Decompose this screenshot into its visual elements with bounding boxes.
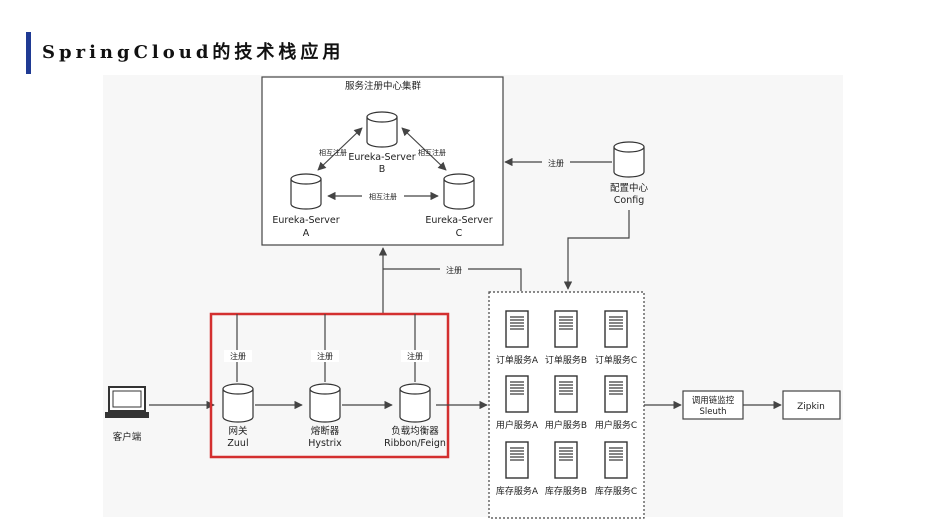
config-to-services-arrow xyxy=(563,210,630,290)
eureka-server-c: Eureka-Server C xyxy=(425,173,493,239)
server-icon xyxy=(604,441,628,479)
service-label: 用户服务A xyxy=(496,419,539,431)
zipkin-label: Zipkin xyxy=(797,402,825,412)
mutual-label-ab: 相互注册 xyxy=(319,148,347,157)
mutual-label-ac: 相互注册 xyxy=(369,192,397,201)
service-node: 用户服务B xyxy=(545,375,587,431)
config-sub: Config xyxy=(614,195,644,206)
service-label: 库存服务A xyxy=(496,485,539,497)
server-icon xyxy=(505,375,529,413)
hystrix-tech: Hystrix xyxy=(308,438,342,449)
config-register-label: 注册 xyxy=(548,158,564,168)
service-label: 订单服务B xyxy=(545,354,587,366)
database-icon xyxy=(290,173,322,210)
service-label: 用户服务C xyxy=(595,419,637,431)
server-icon xyxy=(505,310,529,348)
service-node: 库存服务A xyxy=(496,441,539,497)
registry-cluster-box xyxy=(261,76,504,246)
services-register-label: 注册 xyxy=(446,265,462,275)
zuul-name: 网关 xyxy=(228,425,248,437)
eureka-a-label: Eureka-Server xyxy=(272,215,339,226)
service-node: 库存服务B xyxy=(545,441,587,497)
title-accent-bar xyxy=(26,32,31,74)
eureka-server-a: Eureka-Server A xyxy=(272,173,340,239)
service-node: 库存服务C xyxy=(595,441,637,497)
server-icon xyxy=(554,310,578,348)
server-icon xyxy=(505,441,529,479)
eureka-b-sub: B xyxy=(379,164,386,175)
mutual-arrow-a-b xyxy=(317,127,363,171)
server-icon xyxy=(604,310,628,348)
tracing-label: 调用链监控 xyxy=(692,395,735,406)
service-label: 库存服务B xyxy=(545,485,587,497)
gateway-highlight-box xyxy=(209,312,450,459)
client-computer-icon xyxy=(105,386,149,418)
tracing-box xyxy=(682,390,744,420)
eureka-server-b: Eureka-Server B xyxy=(348,111,416,175)
service-label: 用户服务B xyxy=(545,419,587,431)
database-icon xyxy=(222,383,254,423)
config-label: 配置中心 xyxy=(610,182,649,194)
service-label: 订单服务A xyxy=(496,354,539,366)
server-icon xyxy=(554,441,578,479)
service-node: 订单服务C xyxy=(595,310,637,366)
config-center: 配置中心 Config xyxy=(610,141,649,206)
zuul-register-label: 注册 xyxy=(230,351,246,361)
service-node: 用户服务C xyxy=(595,375,637,431)
mutual-label-bc: 相互注册 xyxy=(418,148,446,157)
client-label: 客户端 xyxy=(113,431,142,443)
service-node: 订单服务A xyxy=(496,310,539,366)
tracing-sub: Sleuth xyxy=(699,407,726,417)
server-icon xyxy=(554,375,578,413)
services-register-line xyxy=(383,268,522,291)
services-grid: 订单服务A 订单服务B 订单服务C 用户服务A 用户服务B 用户服务C 库存服务A 库存服务B… xyxy=(496,310,637,497)
zuul-tech: Zuul xyxy=(227,438,248,449)
service-node: 用户服务A xyxy=(496,375,539,431)
service-node: 订单服务B xyxy=(545,310,587,366)
ribbon-register-label: 注册 xyxy=(407,351,423,361)
load-balancer-ribbon: 负载均衡器 Ribbon/Feign xyxy=(384,383,446,449)
database-icon xyxy=(443,173,475,210)
database-icon xyxy=(399,383,431,423)
zipkin-box xyxy=(782,390,841,420)
eureka-c-sub: C xyxy=(456,228,463,239)
mutual-arrow-b-c xyxy=(401,127,447,171)
server-icon xyxy=(604,375,628,413)
eureka-b-label: Eureka-Server xyxy=(348,152,415,163)
database-icon xyxy=(613,141,645,178)
registry-cluster-title: 服务注册中心集群 xyxy=(345,80,422,92)
hystrix-register-label: 注册 xyxy=(317,351,333,361)
circuit-breaker-hystrix: 熔断器 Hystrix xyxy=(308,383,342,449)
gateway-zuul: 网关 Zuul xyxy=(222,383,254,449)
service-label: 订单服务C xyxy=(595,354,637,366)
database-icon xyxy=(366,111,398,148)
database-icon xyxy=(309,383,341,423)
eureka-a-sub: A xyxy=(303,228,310,239)
eureka-c-label: Eureka-Server xyxy=(425,215,492,226)
service-label: 库存服务C xyxy=(595,485,637,497)
page-title: SpringCloud的技术栈应用 xyxy=(42,42,345,63)
ribbon-name: 负载均衡器 xyxy=(391,425,439,437)
hystrix-name: 熔断器 xyxy=(311,425,340,437)
ribbon-tech: Ribbon/Feign xyxy=(384,438,446,449)
